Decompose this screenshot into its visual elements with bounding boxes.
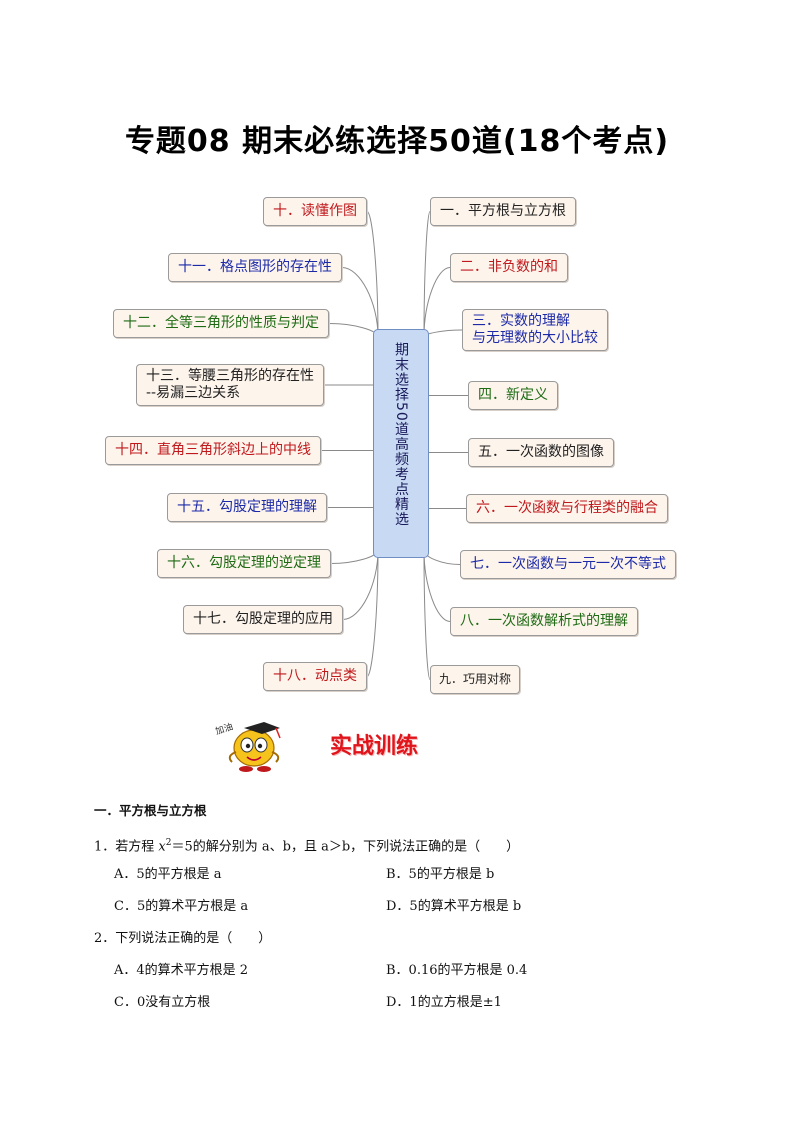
q2-option-b[interactable]: B．0.16的平方根是 0.4 (386, 963, 528, 978)
connector-line (366, 211, 379, 338)
q2-options-row-2: C．0没有立方根 D．1的立方根是±1 (94, 993, 714, 1025)
q2-option-d[interactable]: D．1的立方根是±1 (386, 995, 502, 1010)
q1-options-row-2: C．5的算术平方根是 a D．5的算术平方根是 b (94, 897, 714, 929)
q2-option-a[interactable]: A．4的算术平方根是 2 (114, 963, 249, 978)
node-left-16: 十六．勾股定理的逆定理 (157, 549, 331, 578)
node-right-2: 二．非负数的和 (450, 253, 568, 282)
q2-option-c[interactable]: C．0没有立方根 (114, 995, 211, 1010)
node-left-14: 十四．直角三角形斜边上的中线 (105, 436, 321, 465)
connector-line (423, 549, 431, 680)
node-right-6: 六．一次函数与行程类的融合 (466, 494, 668, 523)
q1-option-b[interactable]: B．5的平方根是 b (386, 867, 495, 882)
node-right-9: 九．巧用对称 (430, 665, 521, 694)
q1-option-c[interactable]: C．5的算术平方根是 a (114, 899, 249, 914)
node-left-15: 十五．勾股定理的理解 (167, 493, 327, 522)
q1-variable: x (158, 839, 166, 855)
question-2: 2．下列说法正确的是（ ） (94, 931, 272, 946)
cartoon-mascot-graduate-icon: 加油 (214, 720, 281, 772)
q1-text-post: ＝5的解分别为 a、b，且 a＞b，下列说法正确的是（ ） (171, 839, 520, 855)
node-right-3-line1: 三．实数的理解 (472, 313, 570, 329)
node-right-7: 七．一次函数与一元一次不等式 (460, 550, 676, 579)
node-left-13: 十三．等腰三角形的存在性 --易漏三边关系 (136, 364, 324, 406)
page-title: 专题08 期末必练选择50道(18个考点) (124, 124, 670, 159)
connector-line (423, 329, 463, 338)
connector-line (328, 323, 379, 338)
banner-title: 实战训练 (330, 734, 419, 759)
connector-line (366, 549, 379, 677)
connector-line (423, 267, 451, 338)
connector-line (330, 549, 379, 564)
q1-text-pre: 1．若方程 (94, 839, 159, 855)
node-right-4: 四．新定义 (468, 381, 558, 410)
connector-line (423, 211, 431, 338)
q1-exponent: 2 (165, 838, 172, 848)
q1-options-row-1: A．5的平方根是 a B．5的平方根是 b (94, 865, 714, 897)
node-right-3: 三．实数的理解 与无理数的大小比较 (462, 309, 608, 351)
q1-option-a[interactable]: A．5的平方根是 a (114, 867, 222, 882)
node-right-3-line2: 与无理数的大小比较 (472, 330, 598, 346)
section-heading: 一．平方根与立方根 (94, 803, 207, 818)
node-left-17: 十七．勾股定理的应用 (183, 605, 343, 634)
node-right-8: 八．一次函数解析式的理解 (450, 607, 638, 636)
mind-map-center-node: 期末选择50道高频考点精选 (373, 329, 429, 558)
node-right-5: 五．一次函数的图像 (468, 438, 614, 467)
q1-option-d[interactable]: D．5的算术平方根是 b (386, 899, 522, 914)
node-left-13-line2: --易漏三边关系 (146, 385, 241, 401)
svg-text:加油: 加油 (214, 720, 234, 737)
node-left-11: 十一．格点图形的存在性 (168, 253, 342, 282)
question-1: 1．若方程 x2＝5的解分别为 a、b，且 a＞b，下列说法正确的是（ ） (94, 833, 714, 865)
mind-map: 期末选择50道高频考点精选 十．读懂作图 十一．格点图形的存在性 十二．全等三角… (0, 185, 794, 705)
connector-line (423, 549, 461, 565)
node-right-1: 一．平方根与立方根 (430, 197, 576, 226)
node-left-10: 十．读懂作图 (263, 197, 367, 226)
connector-line (341, 267, 379, 338)
node-left-13-line1: 十三．等腰三角形的存在性 (146, 368, 314, 384)
node-left-12: 十二．全等三角形的性质与判定 (113, 309, 329, 338)
q2-options-row-1: A．4的算术平方根是 2 B．0.16的平方根是 0.4 (94, 961, 714, 993)
question-section: 一．平方根与立方根 1．若方程 x2＝5的解分别为 a、b，且 a＞b，下列说法… (94, 800, 714, 1025)
node-left-18: 十八．动点类 (263, 662, 367, 691)
center-label: 期末选择50道高频考点精选 (393, 342, 409, 527)
